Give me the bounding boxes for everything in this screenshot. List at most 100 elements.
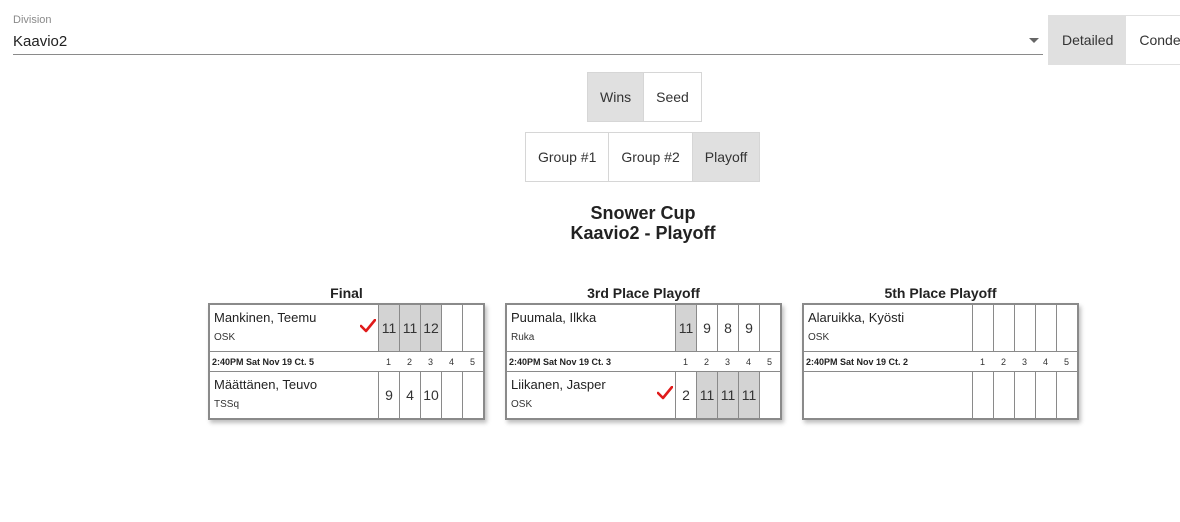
game-score	[441, 305, 462, 351]
game-score	[993, 305, 1014, 351]
game-score	[993, 372, 1014, 418]
game-score	[1056, 305, 1077, 351]
game-number: 4	[448, 356, 454, 367]
match-info-row: 2:40PM Sat Nov 19 Ct. 2 1 2 3 4 5	[804, 351, 1077, 372]
game-score: 12	[420, 305, 441, 351]
game-score	[759, 305, 780, 351]
player-name: Määttänen, Teuvo	[214, 377, 318, 392]
game-score: 4	[399, 372, 420, 418]
game-score	[1035, 372, 1056, 418]
detailed-button[interactable]: Detailed	[1049, 16, 1127, 64]
group-tabs: Group #1 Group #2 Playoff	[525, 132, 761, 182]
tournament-title: Snower Cup	[590, 203, 696, 223]
game-score: 8	[717, 305, 738, 351]
division-select[interactable]: Division Kaavio2	[13, 14, 1043, 55]
player-team: OSK	[511, 399, 533, 410]
game-score: 11	[717, 372, 738, 418]
game-number: 5	[469, 356, 475, 367]
dropdown-caret-icon[interactable]	[1029, 38, 1039, 43]
game-score	[1014, 305, 1035, 351]
tab-playoff[interactable]: Playoff	[692, 133, 760, 181]
game-number: 1	[682, 356, 688, 367]
game-score	[972, 372, 993, 418]
game-number: 5	[1063, 356, 1069, 367]
tab-group-1[interactable]: Group #1	[526, 133, 610, 181]
game-number: 1	[385, 356, 391, 367]
game-number: 2	[406, 356, 412, 367]
player-row	[804, 372, 1077, 418]
game-number: 4	[745, 356, 751, 367]
game-score	[1014, 372, 1035, 418]
game-score: 2	[675, 372, 696, 418]
player-team: OSK	[808, 332, 830, 343]
game-score: 11	[399, 305, 420, 351]
winner-check-icon	[359, 318, 377, 333]
division-value: Kaavio2	[13, 33, 68, 50]
game-score	[1035, 305, 1056, 351]
game-number: 2	[703, 356, 709, 367]
sort-toggle: Wins Seed	[587, 72, 702, 122]
condensed-button[interactable]: Condensed	[1126, 16, 1180, 64]
view-toggle: Detailed Condensed	[1048, 15, 1180, 65]
match-info-row: 2:40PM Sat Nov 19 Ct. 3 1 2 3 4 5	[507, 351, 780, 372]
match-time-court: 2:40PM Sat Nov 19 Ct. 5	[212, 356, 315, 367]
match-title: Final	[330, 285, 363, 301]
player-name: Puumala, Ilkka	[511, 310, 597, 325]
match-title: 5th Place Playoff	[884, 285, 997, 301]
player-name: Liikanen, Jasper	[511, 377, 606, 392]
wins-button[interactable]: Wins	[588, 73, 645, 121]
game-score: 11	[378, 305, 399, 351]
game-score	[759, 372, 780, 418]
tab-group-2[interactable]: Group #2	[609, 133, 693, 181]
game-score	[462, 305, 483, 351]
game-number: 3	[427, 356, 433, 367]
player-team: OSK	[214, 332, 236, 343]
game-score	[972, 305, 993, 351]
division-phase-title: Kaavio2 - Playoff	[570, 223, 716, 243]
player-info	[804, 372, 972, 418]
match-info-row: 2:40PM Sat Nov 19 Ct. 5 1 2 3 4 5	[210, 351, 483, 372]
player-name: Alaruikka, Kyösti	[808, 310, 905, 325]
game-score: 11	[675, 305, 696, 351]
game-number: 2	[1000, 356, 1006, 367]
game-score: 9	[738, 305, 759, 351]
player-team: Ruka	[511, 332, 535, 343]
game-number: 1	[979, 356, 985, 367]
game-number: 3	[724, 356, 730, 367]
game-score	[1056, 372, 1077, 418]
game-score: 10	[420, 372, 441, 418]
division-label: Division	[13, 14, 52, 26]
match-title: 3rd Place Playoff	[587, 285, 700, 301]
game-score	[441, 372, 462, 418]
page-title: Snower Cup Kaavio2 - Playoff	[0, 203, 1180, 243]
game-number: 5	[766, 356, 772, 367]
game-number: 4	[1042, 356, 1048, 367]
match-time-court: 2:40PM Sat Nov 19 Ct. 3	[509, 356, 612, 367]
player-name: Mankinen, Teemu	[214, 310, 317, 325]
match-time-court: 2:40PM Sat Nov 19 Ct. 2	[806, 356, 909, 367]
seed-button[interactable]: Seed	[644, 73, 701, 121]
game-score	[462, 372, 483, 418]
game-score: 11	[696, 372, 717, 418]
game-score: 9	[378, 372, 399, 418]
game-number: 3	[1021, 356, 1027, 367]
game-score: 11	[738, 372, 759, 418]
winner-check-icon	[656, 385, 674, 400]
game-score: 9	[696, 305, 717, 351]
